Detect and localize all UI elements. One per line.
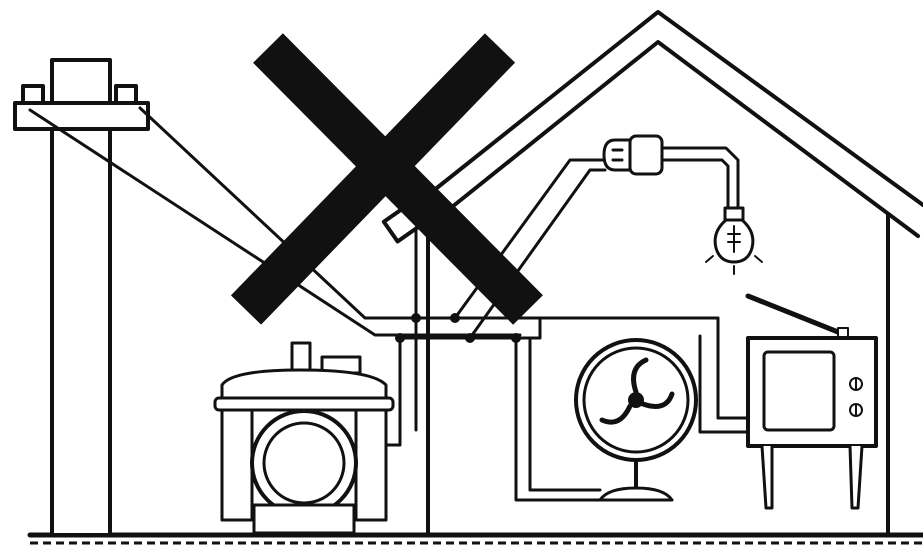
prohibited-x-icon (230, 33, 543, 325)
light-bulb-icon (705, 206, 763, 275)
utility-pole-icon (13, 58, 150, 537)
portable-generator-icon (213, 341, 395, 535)
television-icon (745, 293, 878, 510)
ground-line-icon (27, 532, 923, 545)
plug-icon (602, 134, 740, 212)
house-wiring (386, 158, 750, 502)
electric-fan-icon (574, 338, 698, 502)
house-outline-icon (426, 10, 923, 537)
